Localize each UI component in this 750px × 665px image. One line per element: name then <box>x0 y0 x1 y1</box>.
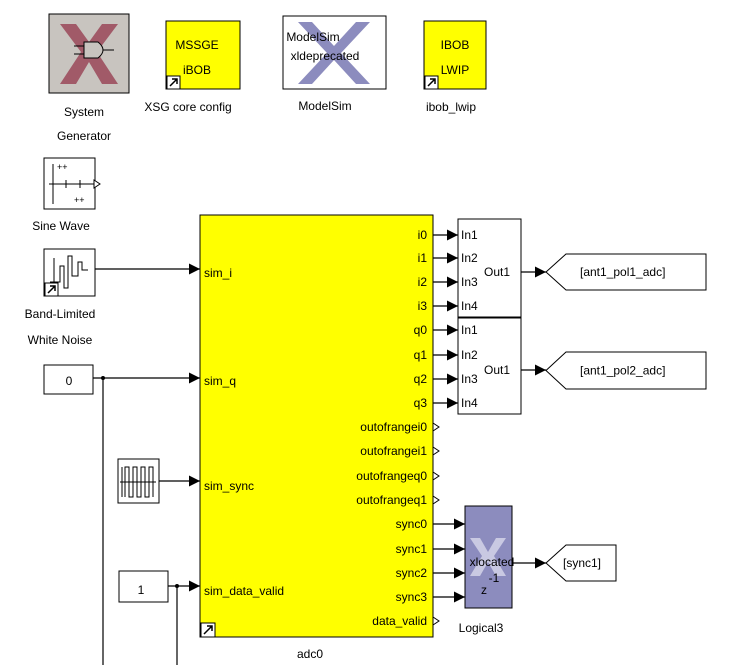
adc-output-port-outofrangei0: outofrangei0 <box>360 420 427 434</box>
adc-output-port-i3: i3 <box>418 299 428 313</box>
xilinx-logo-icon <box>470 538 506 576</box>
adc-output-port-outofrangeq0: outofrangeq0 <box>356 469 427 483</box>
mux-output-port: Out1 <box>484 363 510 377</box>
open-port-arrow <box>432 495 440 505</box>
logical3-text-1: xlocated <box>470 555 515 569</box>
signal-wires <box>93 229 546 665</box>
adc-output-port-i2: i2 <box>418 275 428 289</box>
svg-text:++: ++ <box>57 162 68 172</box>
mux-input-port: In4 <box>461 396 478 410</box>
svg-text:++: ++ <box>74 195 85 205</box>
mux-input-port: In1 <box>461 323 478 337</box>
ibob-lwip-block[interactable]: IBOB LWIP ibob_lwip <box>423 20 487 114</box>
open-port-arrow <box>432 446 440 456</box>
goto-tag-label: [sync1] <box>563 556 601 570</box>
constant-0-block[interactable]: 0 <box>43 364 94 395</box>
constant-1-value: 1 <box>138 583 145 597</box>
adc-input-port-sim_q: sim_q <box>204 374 236 388</box>
xsg-core-config-text-2: iBOB <box>183 63 211 77</box>
open-port-arrow <box>432 616 440 626</box>
branch-point <box>175 584 179 588</box>
adc-output-port-i1: i1 <box>418 251 428 265</box>
open-port-arrow <box>432 471 440 481</box>
sine-wave-scope-icon: ++ ++ <box>49 162 101 205</box>
open-port-arrow <box>432 422 440 432</box>
shortcut-arrow-icon <box>44 282 59 297</box>
xsg-core-config-label: XSG core config <box>144 100 231 114</box>
goto-tag-3[interactable]: [sync1] <box>545 544 617 582</box>
adc-output-port-q1: q1 <box>414 348 428 362</box>
branch-point <box>101 376 105 380</box>
adc-output-port-sync0: sync0 <box>396 517 428 531</box>
sine-wave-label: Sine Wave <box>32 219 90 233</box>
ibob-lwip-text-2: LWIP <box>441 63 469 77</box>
ibob-lwip-label: ibob_lwip <box>426 100 476 114</box>
shortcut-arrow-icon <box>424 75 439 90</box>
modelsim-block[interactable]: ModelSim xldeprecated ModelSim <box>282 15 387 113</box>
goto-tag-2[interactable]: [ant1_pol2_adc] <box>545 351 707 390</box>
mux-input-port: In3 <box>461 275 478 289</box>
adc-output-port-sync2: sync2 <box>396 566 428 580</box>
adc-input-port-sim_i: sim_i <box>204 266 232 280</box>
adc-input-port-sim_data_valid: sim_data_valid <box>204 584 284 598</box>
adc-output-port-i0: i0 <box>418 228 428 242</box>
mux-input-port: In4 <box>461 299 478 313</box>
band-limited-noise-label-2: White Noise <box>28 333 93 347</box>
band-limited-noise-block[interactable]: Band-Limited White Noise <box>25 248 96 347</box>
logical3-text-2: -1 <box>489 571 500 585</box>
xilinx-logo-icon <box>60 24 118 84</box>
logical3-text-3: z <box>481 583 487 597</box>
mux-input-port: In2 <box>461 251 478 265</box>
system-generator-block[interactable]: System Generator <box>48 13 130 143</box>
adc-output-port-q0: q0 <box>414 323 428 337</box>
mux-input-port: In2 <box>461 348 478 362</box>
shortcut-arrow-icon <box>166 75 181 90</box>
xsg-core-config-block[interactable]: MSSGE iBOB XSG core config <box>144 20 241 114</box>
shortcut-arrow-icon <box>200 622 216 638</box>
ibob-lwip-text-1: IBOB <box>441 38 470 52</box>
adc-output-port-q2: q2 <box>414 372 428 386</box>
adc-output-port-sync3: sync3 <box>396 590 428 604</box>
sine-wave-block[interactable]: ++ ++ Sine Wave <box>32 157 101 233</box>
adc-output-port-outofrangei1: outofrangei1 <box>360 444 427 458</box>
adc-input-port-sim_sync: sim_sync <box>204 479 254 493</box>
adc-block-name: adc0 <box>297 647 323 661</box>
pulse-generator-block[interactable] <box>117 458 160 504</box>
adc-output-port-q3: q3 <box>414 396 428 410</box>
logical3-block[interactable]: xlocated -1 z Logical3 <box>459 505 515 635</box>
logical3-label: Logical3 <box>459 621 504 635</box>
band-limited-noise-label-1: Band-Limited <box>25 307 96 321</box>
mux-input-port: In3 <box>461 372 478 386</box>
adc-output-port-sync1: sync1 <box>396 542 428 556</box>
adc-block[interactable]: adc0 sim_i sim_q sim_sync sim_data_valid i0… <box>199 214 440 661</box>
system-generator-label-2: Generator <box>57 129 111 143</box>
pulse-generator-icon <box>120 466 156 498</box>
goto-tag-label: [ant1_pol2_adc] <box>580 364 665 378</box>
goto-tag-label: [ant1_pol1_adc] <box>580 265 665 279</box>
constant-0-value: 0 <box>66 374 73 388</box>
constant-1-block[interactable]: 1 <box>118 570 169 603</box>
adc-output-port-outofrangeq1: outofrangeq1 <box>356 493 427 507</box>
goto-tag-1[interactable]: [ant1_pol1_adc] <box>545 253 707 291</box>
adc-output-port-data_valid: data_valid <box>372 614 427 628</box>
modelsim-text-1: ModelSim <box>286 30 339 44</box>
xsg-core-config-text-1: MSSGE <box>175 38 218 52</box>
xilinx-logo-icon <box>298 22 370 84</box>
mux-input-port: In1 <box>461 228 478 242</box>
system-generator-label-1: System <box>64 105 104 119</box>
modelsim-text-2: xldeprecated <box>291 49 360 63</box>
mux-output-port: Out1 <box>484 265 510 279</box>
modelsim-label: ModelSim <box>298 99 351 113</box>
